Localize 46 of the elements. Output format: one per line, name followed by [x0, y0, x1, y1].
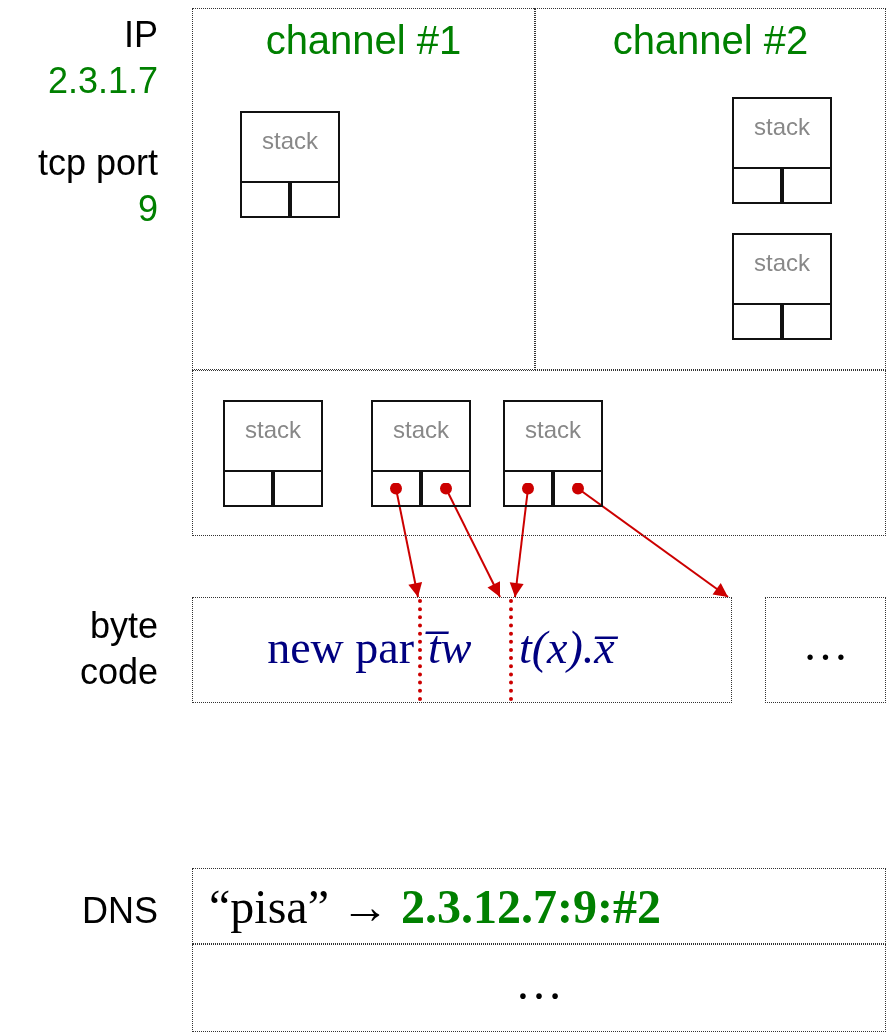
stack-box	[503, 400, 603, 507]
stack-slot	[421, 470, 471, 507]
channel-title: channel #1	[264, 18, 463, 63]
arrow	[572, 482, 729, 598]
stack-slot	[223, 470, 273, 507]
side-label: 9	[137, 187, 158, 231]
stack-box	[732, 97, 832, 204]
stack-slot	[782, 167, 832, 204]
stack-label: stack	[753, 249, 811, 277]
stack-slot	[273, 470, 323, 507]
code-segment	[418, 599, 513, 701]
stack-label: stack	[392, 416, 450, 444]
side-label: DNS	[82, 889, 158, 933]
arrow	[390, 482, 423, 598]
stack-box	[732, 233, 832, 340]
stack-slot	[371, 470, 421, 507]
stack-label: stack	[261, 127, 319, 155]
stack-label: stack	[753, 113, 811, 141]
stack-slot	[290, 181, 340, 218]
channel-title: channel #2	[611, 18, 810, 63]
stack-slot	[782, 303, 832, 340]
stack-slot	[240, 181, 290, 218]
side-label: 2.3.1.7	[47, 59, 158, 103]
stack-box	[223, 400, 323, 507]
arrow	[509, 482, 534, 598]
ellipsis-text: …	[514, 955, 564, 1010]
stack-slot	[732, 167, 782, 204]
stack-label: stack	[244, 416, 302, 444]
channel-box	[192, 8, 535, 370]
stack-label: stack	[524, 416, 582, 444]
stack-box	[240, 111, 340, 218]
ellipsis-text: …	[801, 618, 850, 671]
table-entry: “pisa” → 2.3.12.7:9:#2	[209, 879, 661, 934]
side-label: tcp port	[37, 141, 158, 185]
node-frame	[192, 8, 886, 536]
arrow	[440, 482, 501, 598]
stack-slot	[553, 470, 603, 507]
code-text: new par	[267, 621, 414, 674]
stack-box	[371, 400, 471, 507]
code-box	[765, 597, 886, 703]
side-label: byte code	[78, 604, 158, 694]
stack-slot	[732, 303, 782, 340]
side-label: IP	[124, 13, 158, 57]
stack-slot	[503, 470, 553, 507]
code-box	[192, 597, 732, 703]
channel-box	[535, 8, 886, 370]
